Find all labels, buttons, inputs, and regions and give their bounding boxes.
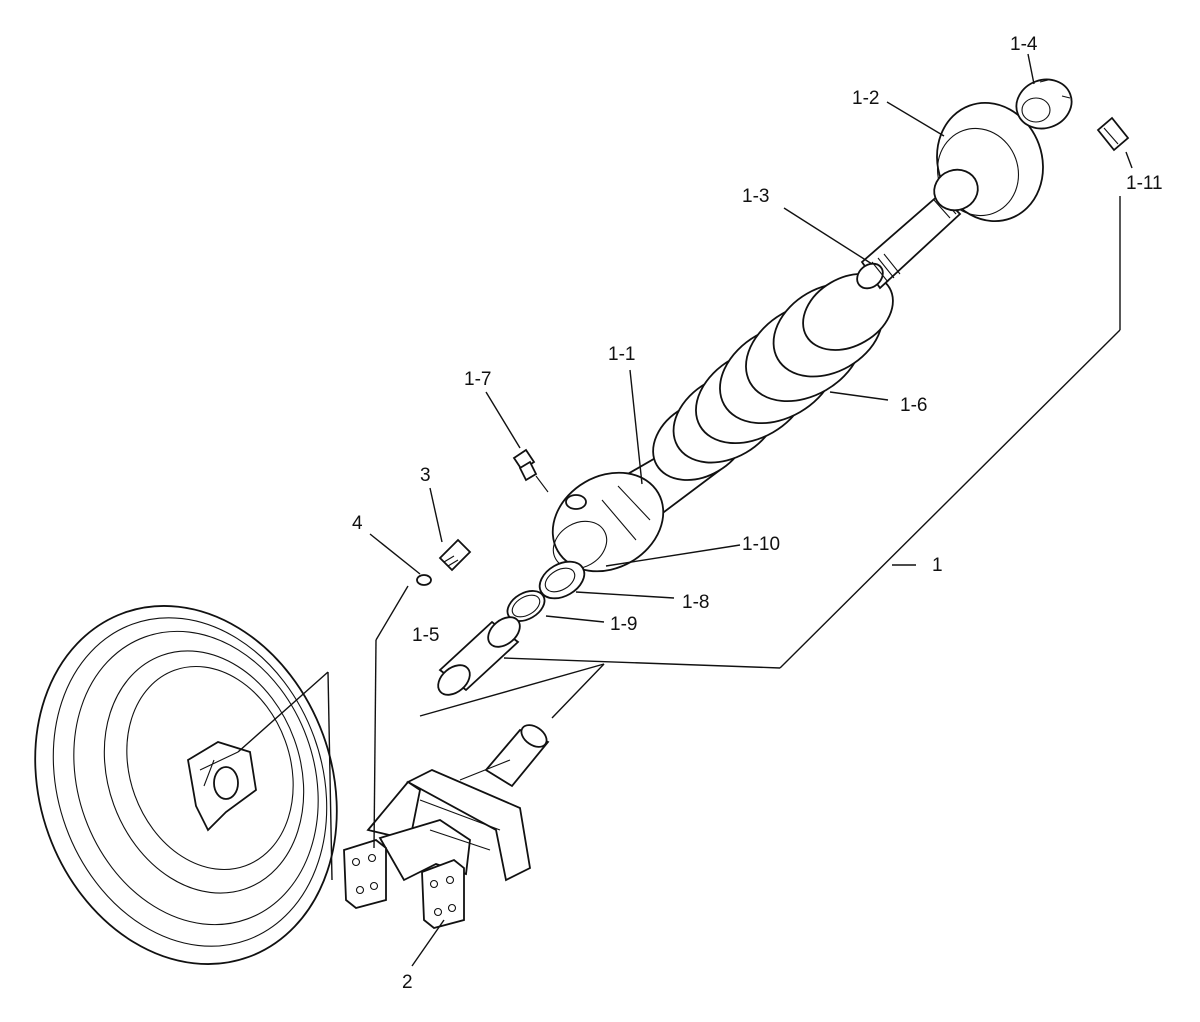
- label-1-5: 1-5: [412, 625, 439, 646]
- label-1-2: 1-2: [852, 88, 879, 109]
- label-1-4: 1-4: [1010, 34, 1038, 55]
- label-1-3: 1-3: [742, 186, 769, 207]
- label-2: 2: [402, 972, 413, 993]
- bolt: [438, 538, 472, 572]
- callout-labels: 1 1-1 1-2 1-3 1-4 1-5 1-6 1-7 1-8 1-9 1-…: [352, 34, 1163, 993]
- label-1-9: 1-9: [610, 614, 637, 635]
- seal: [538, 560, 586, 600]
- castle-nut: [1015, 78, 1073, 130]
- label-1-8: 1-8: [682, 592, 709, 613]
- grease-fitting: [512, 448, 549, 493]
- o-ring: [506, 590, 546, 622]
- yoke-bracket: [343, 724, 550, 929]
- washer: [416, 574, 432, 586]
- threaded-rod: [856, 192, 962, 290]
- idler-wheel: [34, 605, 338, 965]
- label-3: 3: [420, 465, 431, 486]
- flange-cap: [933, 101, 1044, 223]
- pin: [1096, 116, 1130, 152]
- recoil-spring: [652, 273, 894, 481]
- label-1-6: 1-6: [900, 395, 927, 416]
- leader-lines: [237, 53, 1133, 967]
- label-4: 4: [352, 513, 363, 534]
- label-1-1: 1-1: [608, 344, 635, 365]
- label-1-11: 1-11: [1126, 173, 1163, 194]
- bushing: [437, 616, 521, 696]
- label-1-10: 1-10: [742, 534, 780, 555]
- label-1: 1: [932, 555, 943, 576]
- label-1-7: 1-7: [464, 369, 491, 390]
